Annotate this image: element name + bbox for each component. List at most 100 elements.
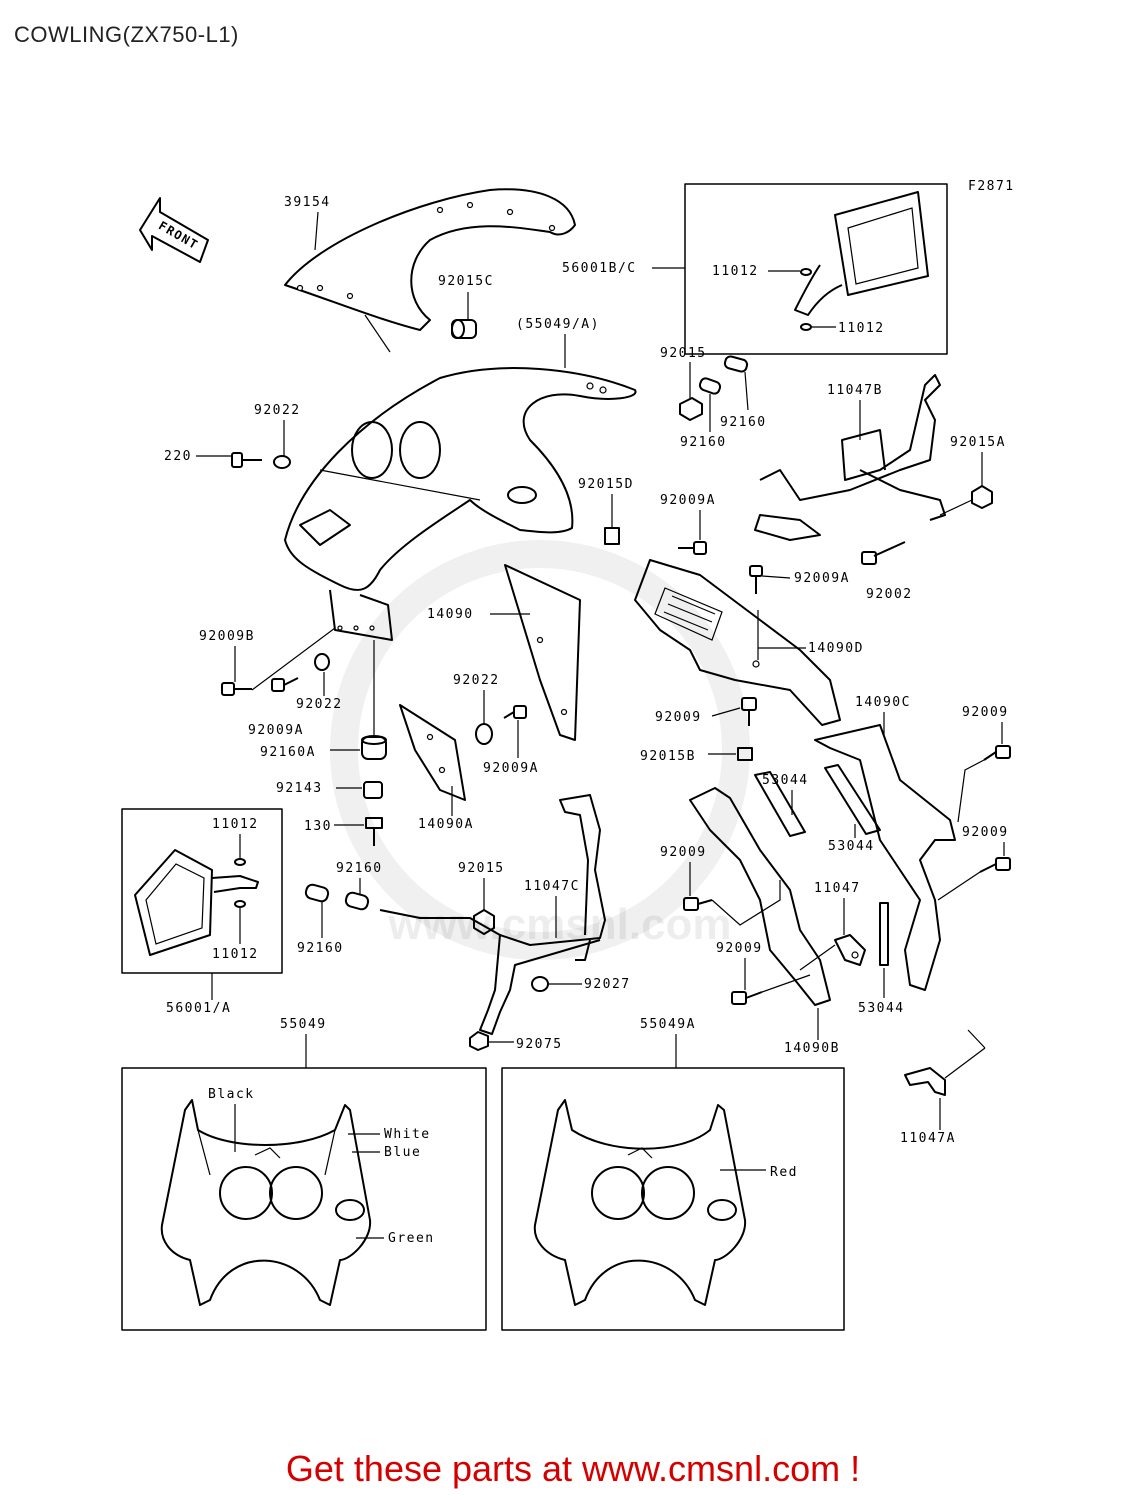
color-label-black: Black [208, 1087, 255, 1102]
label-92009-mid: 92009 [655, 710, 702, 725]
label-92160-top1: 92160 [680, 435, 727, 450]
part-92160-collar-top2 [723, 355, 749, 373]
cowl-color-box-55049A [501, 1067, 845, 1331]
cowl-color-box-55049 [121, 1067, 487, 1331]
part-14090B-bracket [689, 787, 831, 1006]
label-55049: 55049 [280, 1017, 327, 1032]
label-92027: 92027 [584, 977, 631, 992]
mirror-kit-box-left [121, 808, 283, 974]
label-92160-b: 92160 [336, 861, 383, 876]
part-11012-cap-lower [800, 323, 812, 331]
part-92009A-screw-mid [749, 565, 763, 594]
label-11047: 11047 [814, 881, 861, 896]
part-92022-washer-left [314, 653, 330, 671]
label-92015-mid: 92015 [458, 861, 505, 876]
label-14090C: 14090C [855, 695, 911, 710]
part-92009A-screw-top [678, 541, 707, 555]
label-55049A-paren: (55049/A) [516, 317, 600, 332]
label-92022-mid: 92022 [453, 673, 500, 688]
label-130: 130 [304, 819, 332, 834]
label-92009-r1: 92009 [962, 705, 1009, 720]
part-92022-washer-top [273, 455, 291, 469]
label-14090: 14090 [427, 607, 474, 622]
label-92009B: 92009B [199, 629, 255, 644]
label-92160-a: 92160 [297, 941, 344, 956]
front-arrow-icon: FRONT [139, 197, 209, 263]
part-92002-bolt [861, 541, 906, 565]
part-92015A-nut [971, 485, 993, 509]
label-39154: 39154 [284, 195, 331, 210]
label-92075: 92075 [516, 1037, 563, 1052]
part-mirror-left [134, 849, 259, 956]
label-92009A-center: 92009A [483, 761, 539, 776]
part-92027-washer [531, 976, 549, 992]
label-220: 220 [164, 449, 192, 464]
label-92015C: 92015C [438, 274, 494, 289]
part-92015C-grommet [451, 319, 477, 339]
label-92009A-top: 92009A [660, 493, 716, 508]
part-mirror-right [794, 191, 929, 316]
part-92009-screw-r2 [979, 857, 1011, 873]
part-11012-cap-left-2 [234, 900, 246, 908]
label-92015B: 92015B [640, 749, 696, 764]
label-92009-bottom: 92009 [716, 941, 763, 956]
label-92002: 92002 [866, 587, 913, 602]
part-39154-windshield [284, 188, 576, 353]
part-92160-collar-top1 [698, 377, 722, 395]
part-14090D-side-panel [634, 559, 841, 726]
label-53044-1: 53044 [762, 773, 809, 788]
label-14090A: 14090A [418, 817, 474, 832]
label-11047A: 11047A [900, 1131, 956, 1146]
label-92009A-mid: 92009A [794, 571, 850, 586]
part-upper-cowl [284, 367, 637, 641]
label-92143: 92143 [276, 781, 323, 796]
part-53044-strip-2 [824, 764, 881, 835]
label-11012-left-1: 11012 [212, 817, 259, 832]
part-92009A-screw-left [271, 677, 299, 692]
cowl-variant-55049 [160, 1099, 372, 1306]
part-92022-washer-mid [475, 723, 493, 745]
color-label-white: White [384, 1127, 431, 1142]
part-92009-screw-lower [683, 897, 713, 911]
label-14090B: 14090B [784, 1041, 840, 1056]
part-92143-collar [363, 781, 383, 799]
part-53044-strip-3 [879, 902, 889, 966]
label-11012-left-2: 11012 [212, 947, 259, 962]
part-11047A-bracket [904, 1029, 986, 1096]
label-92015-top: 92015 [660, 346, 707, 361]
mirror-kit-box-right [684, 183, 948, 355]
part-14090-inner-panel [504, 564, 581, 741]
color-label-blue: Blue [384, 1145, 421, 1160]
label-55049A: 55049A [640, 1017, 696, 1032]
part-92160-collar-b [344, 891, 370, 911]
label-11012-mirror-1: 11012 [712, 264, 759, 279]
label-92015A: 92015A [950, 435, 1006, 450]
part-11047C-stay [379, 794, 606, 1035]
part-92009B-screw [221, 682, 252, 696]
color-label-green: Green [388, 1231, 435, 1246]
part-11012-cap-upper [800, 268, 812, 276]
label-11047B: 11047B [827, 383, 883, 398]
part-92009A-screw-center [503, 705, 527, 719]
part-11047B-stay [754, 374, 946, 541]
part-220-screw [231, 452, 262, 468]
label-56001BC: 56001B/C [562, 261, 637, 276]
label-92009-lower: 92009 [660, 845, 707, 860]
part-92015-nut-top [679, 397, 703, 421]
figure-code: F2871 [968, 179, 1015, 194]
label-53044-3: 53044 [858, 1001, 905, 1016]
parts-diagram: F2871 FRONT 39154 92015C 56001B/C 11012 … [121, 179, 1015, 1331]
part-92160A-grommet [361, 735, 387, 760]
part-53044-strip-1 [754, 771, 806, 837]
part-92015B-clip [737, 747, 753, 761]
part-92009-screw-mid [741, 697, 757, 726]
label-92160A: 92160A [260, 745, 316, 760]
part-11047-bracket [834, 934, 866, 966]
label-56001A: 56001/A [166, 1001, 231, 1016]
label-92022-left: 92022 [296, 697, 343, 712]
footer-link[interactable]: Get these parts at www.cmsnl.com ! [285, 1448, 861, 1489]
part-130-bolt [365, 817, 383, 846]
label-14090D: 14090D [808, 641, 864, 656]
color-label-red: Red [770, 1165, 798, 1180]
part-92009-screw-bottom [731, 991, 763, 1005]
